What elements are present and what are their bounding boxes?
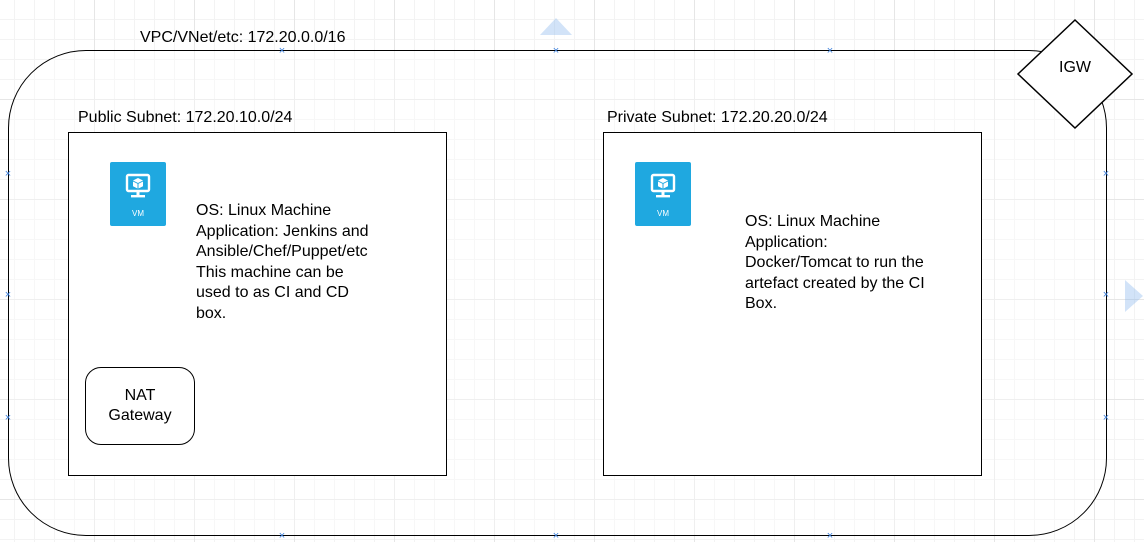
connection-point-icon[interactable]: ×: [4, 412, 12, 424]
connection-point-icon[interactable]: ×: [4, 289, 12, 301]
connection-point-icon[interactable]: ×: [4, 168, 12, 180]
private-vm-icon[interactable]: VM: [635, 162, 691, 226]
connection-point-icon[interactable]: ×: [552, 45, 560, 57]
description-line: box.: [196, 304, 227, 322]
igw-diamond[interactable]: [1016, 18, 1134, 130]
private-vm-description: OS: Linux Machine Application: Docker/To…: [745, 212, 925, 315]
hover-arrow-right-icon[interactable]: [1124, 278, 1144, 314]
connection-point-icon[interactable]: ×: [1102, 289, 1110, 301]
nat-gateway-box[interactable]: NAT Gateway: [85, 367, 195, 445]
private-subnet-label: Private Subnet: 172.20.20.0/24: [607, 109, 828, 126]
description-line: This machine can be: [196, 263, 344, 281]
description-line: artefact created by the CI: [745, 274, 925, 292]
description-line: Box.: [745, 295, 778, 312]
description-line: OS: Linux Machine: [745, 213, 881, 230]
description-line: Application: Jenkins and: [196, 222, 369, 240]
vpc-label: VPC/VNet/etc: 172.20.0.0/16: [140, 29, 346, 46]
description-line: OS: Linux Machine: [196, 202, 332, 219]
description-line: used to as CI and CD: [196, 284, 349, 301]
connection-point-icon[interactable]: ×: [278, 530, 286, 542]
description-line: Ansible/Chef/Puppet/etc: [196, 243, 368, 260]
public-vm-description: OS: Linux Machine Application: Jenkins a…: [196, 201, 369, 324]
connection-point-icon[interactable]: ×: [826, 530, 834, 542]
connection-point-icon[interactable]: ×: [552, 530, 560, 542]
private-vm-icon-label: VM: [657, 209, 669, 218]
igw-label: IGW: [1059, 59, 1091, 76]
connection-point-icon[interactable]: ×: [1102, 412, 1110, 424]
public-vm-icon[interactable]: VM: [110, 162, 166, 226]
connection-point-icon[interactable]: ×: [1102, 168, 1110, 180]
nat-gateway-label-line1: NAT: [124, 387, 156, 404]
description-line: Docker/Tomcat to run the: [745, 254, 924, 271]
connection-point-icon[interactable]: ×: [826, 45, 834, 57]
description-line: Application:: [745, 233, 828, 251]
connection-point-icon[interactable]: ×: [278, 45, 286, 57]
public-subnet-label: Public Subnet: 172.20.10.0/24: [78, 109, 293, 126]
nat-gateway-label-line2: Gateway: [108, 407, 172, 424]
public-vm-icon-label: VM: [132, 209, 144, 218]
hover-arrow-up-icon[interactable]: [538, 16, 574, 36]
